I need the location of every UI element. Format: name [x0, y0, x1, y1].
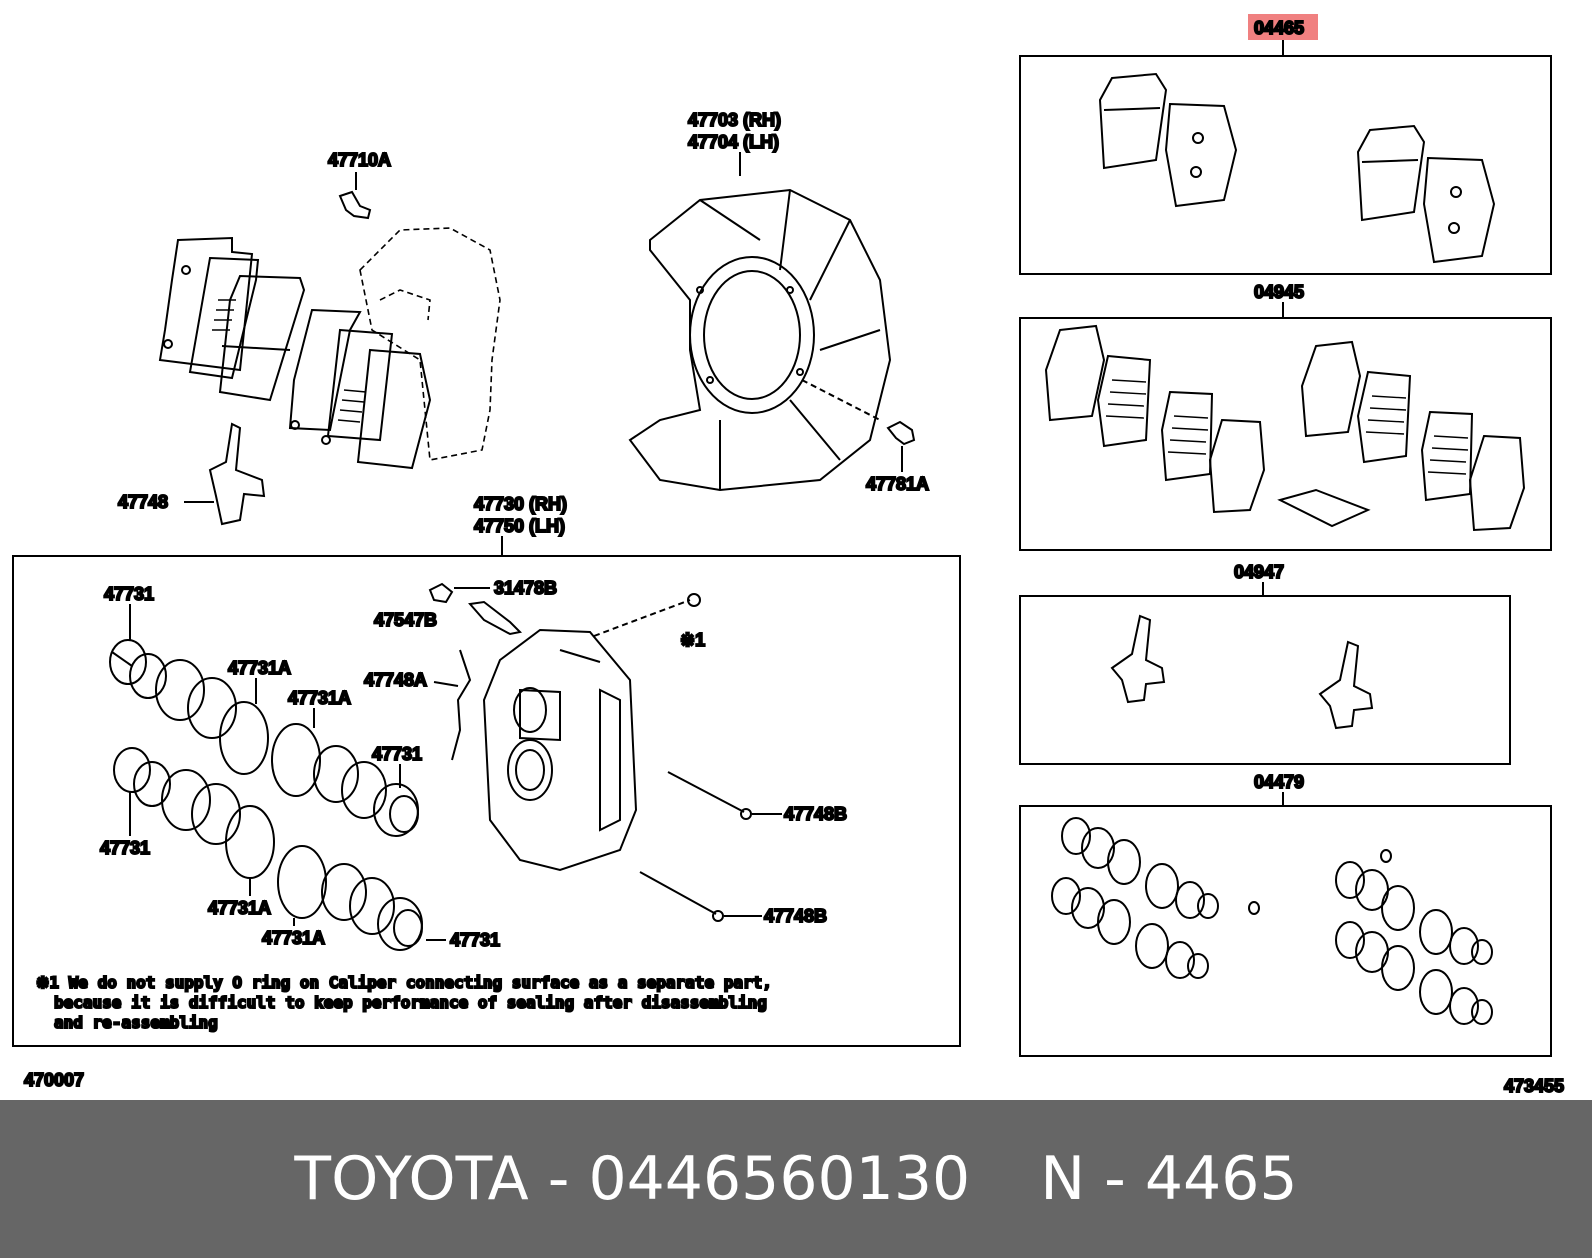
label-31478B: 31478B	[494, 578, 557, 598]
pin-47748B	[639, 771, 752, 922]
label-47547B: 47547B	[374, 610, 437, 630]
note-line-3: and re-assembling	[54, 1013, 218, 1032]
label-47748B-2: 47748B	[764, 906, 827, 926]
label-kit-04479: 04479	[1254, 772, 1304, 792]
caliper-body-drawing	[482, 628, 638, 872]
label-47731-4: 47731	[450, 930, 500, 950]
ref-code-right: 473455	[1504, 1076, 1564, 1096]
kit-04465-highlight	[1248, 14, 1318, 40]
label-mark1: ※1	[680, 630, 705, 650]
kit-04945-frame	[1019, 317, 1552, 551]
label-47730: 47730 (RH)	[474, 494, 567, 514]
label-47748B-1: 47748B	[784, 804, 847, 824]
pistons-and-seals	[109, 639, 423, 951]
label-47731A-3: 47731A	[208, 898, 271, 918]
label-47748A: 47748A	[364, 670, 427, 690]
caliper-assembly-frame	[12, 555, 961, 1047]
note-line-1: ※1 We do not supply O ring on Caliper co…	[36, 973, 772, 992]
note-line-2: because it is difficult to keep performa…	[54, 993, 767, 1012]
bolt-47710A	[338, 190, 372, 220]
label-47750: 47750 (LH)	[474, 516, 565, 536]
ref-code-left: 470007	[24, 1070, 84, 1090]
o-ring-mark	[687, 593, 701, 607]
part-number-banner: TOYOTA - 0446560130 N - 4465	[0, 1100, 1592, 1258]
label-47731A-1: 47731A	[228, 658, 291, 678]
dust-cover-drawing	[628, 188, 892, 492]
spring-47748A	[451, 649, 472, 761]
label-47703: 47703 (RH)	[688, 110, 781, 130]
label-47731-1: 47731	[104, 584, 154, 604]
label-kit-04947: 04947	[1234, 562, 1284, 582]
label-kit-04465: 04465	[1254, 18, 1304, 38]
caliper-outline-dashed	[359, 227, 501, 461]
kit-04945-pads	[1044, 324, 1526, 532]
part-number-text: TOYOTA - 0446560130	[294, 1144, 971, 1214]
kit-04465-frame	[1019, 55, 1552, 275]
bleeder-screw-47547B	[468, 600, 523, 636]
kit-04479-seals	[1051, 817, 1493, 1025]
kit-04947-frame	[1019, 595, 1511, 765]
label-47731A-2: 47731A	[288, 688, 351, 708]
parts-diagram: 47710A 47703 (RH) 47704 (LH) 47781A 4774…	[12, 14, 1565, 1097]
label-47704: 47704 (LH)	[688, 132, 779, 152]
label-47731-2: 47731	[372, 744, 422, 764]
label-47731-3: 47731	[100, 838, 150, 858]
catalog-code-text: N - 4465	[1040, 1144, 1298, 1214]
label-47731A-4: 47731A	[262, 928, 325, 948]
anti-squeal-spring-47748	[208, 422, 266, 526]
label-47781A: 47781A	[866, 474, 929, 494]
kit-04479-frame	[1019, 805, 1552, 1057]
bleeder-plug-31478B	[428, 582, 454, 604]
kit-04465-pads	[1098, 72, 1496, 264]
brake-pad-set-drawing	[158, 236, 432, 470]
label-47710A: 47710A	[328, 150, 391, 170]
label-47748: 47748	[118, 492, 168, 512]
label-kit-04945: 04945	[1254, 282, 1304, 302]
kit-04947-springs	[1110, 614, 1374, 730]
bolt-47781A	[886, 420, 916, 446]
